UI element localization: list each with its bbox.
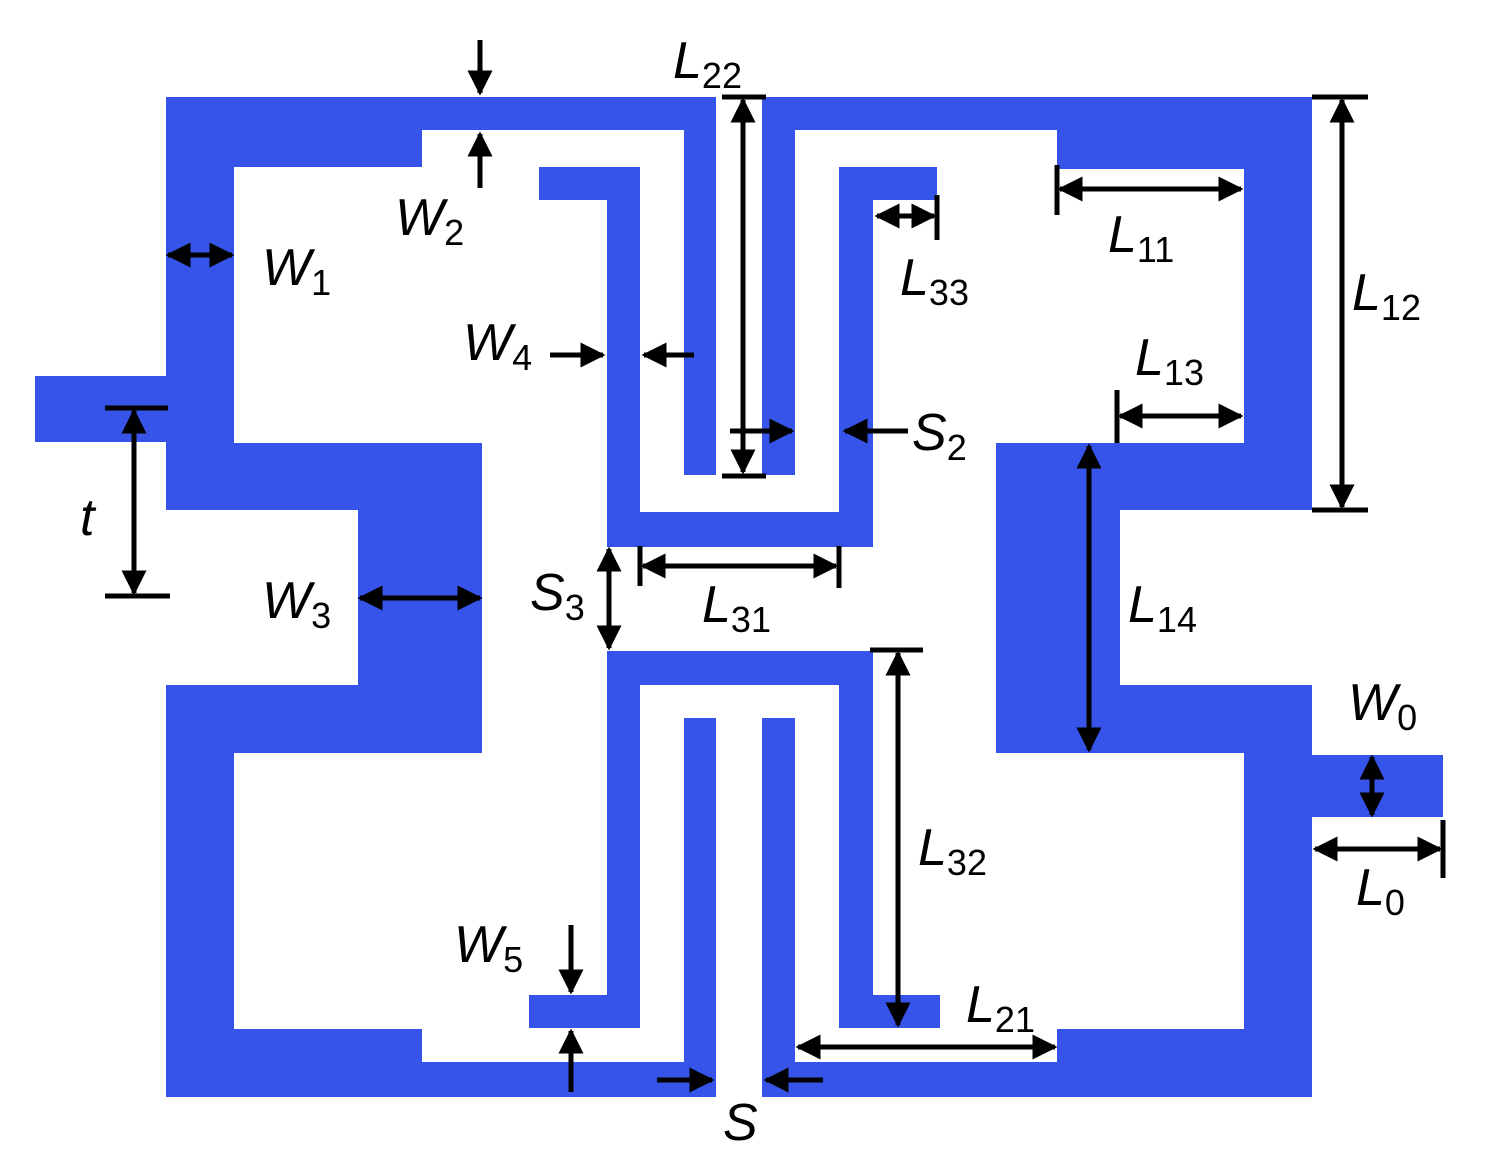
label-l0: L0 xyxy=(1356,859,1405,923)
label-l12: L12 xyxy=(1352,264,1421,328)
label-l33: L33 xyxy=(900,249,969,313)
metal-layout xyxy=(35,97,1443,1097)
label-w5: W5 xyxy=(454,916,523,980)
label-s3: S3 xyxy=(530,564,585,628)
label-l21: L21 xyxy=(966,976,1035,1040)
label-w3: W3 xyxy=(262,572,331,636)
label-w4: W4 xyxy=(463,314,532,378)
label-l13: L13 xyxy=(1135,329,1204,393)
label-t: t xyxy=(80,489,97,547)
output-feed-line xyxy=(1310,755,1443,817)
label-w0: W0 xyxy=(1348,674,1417,738)
label-l32: L32 xyxy=(918,819,987,883)
dimension-lines xyxy=(105,40,1446,1093)
label-s2: S2 xyxy=(912,404,967,468)
dimension-labels: L22 W2 W1 W4 L11 L33 L12 L13 S2 t S3 W3 … xyxy=(80,32,1421,1152)
label-s: S xyxy=(723,1094,758,1152)
upper-u-resonator xyxy=(539,167,937,547)
label-w1: W1 xyxy=(262,239,331,303)
label-l31: L31 xyxy=(702,576,771,640)
lower-u-resonator xyxy=(529,651,940,1028)
label-l22: L22 xyxy=(673,32,742,96)
label-l14: L14 xyxy=(1128,576,1197,640)
label-l11: L11 xyxy=(1108,206,1174,270)
label-w2: W2 xyxy=(395,189,464,253)
